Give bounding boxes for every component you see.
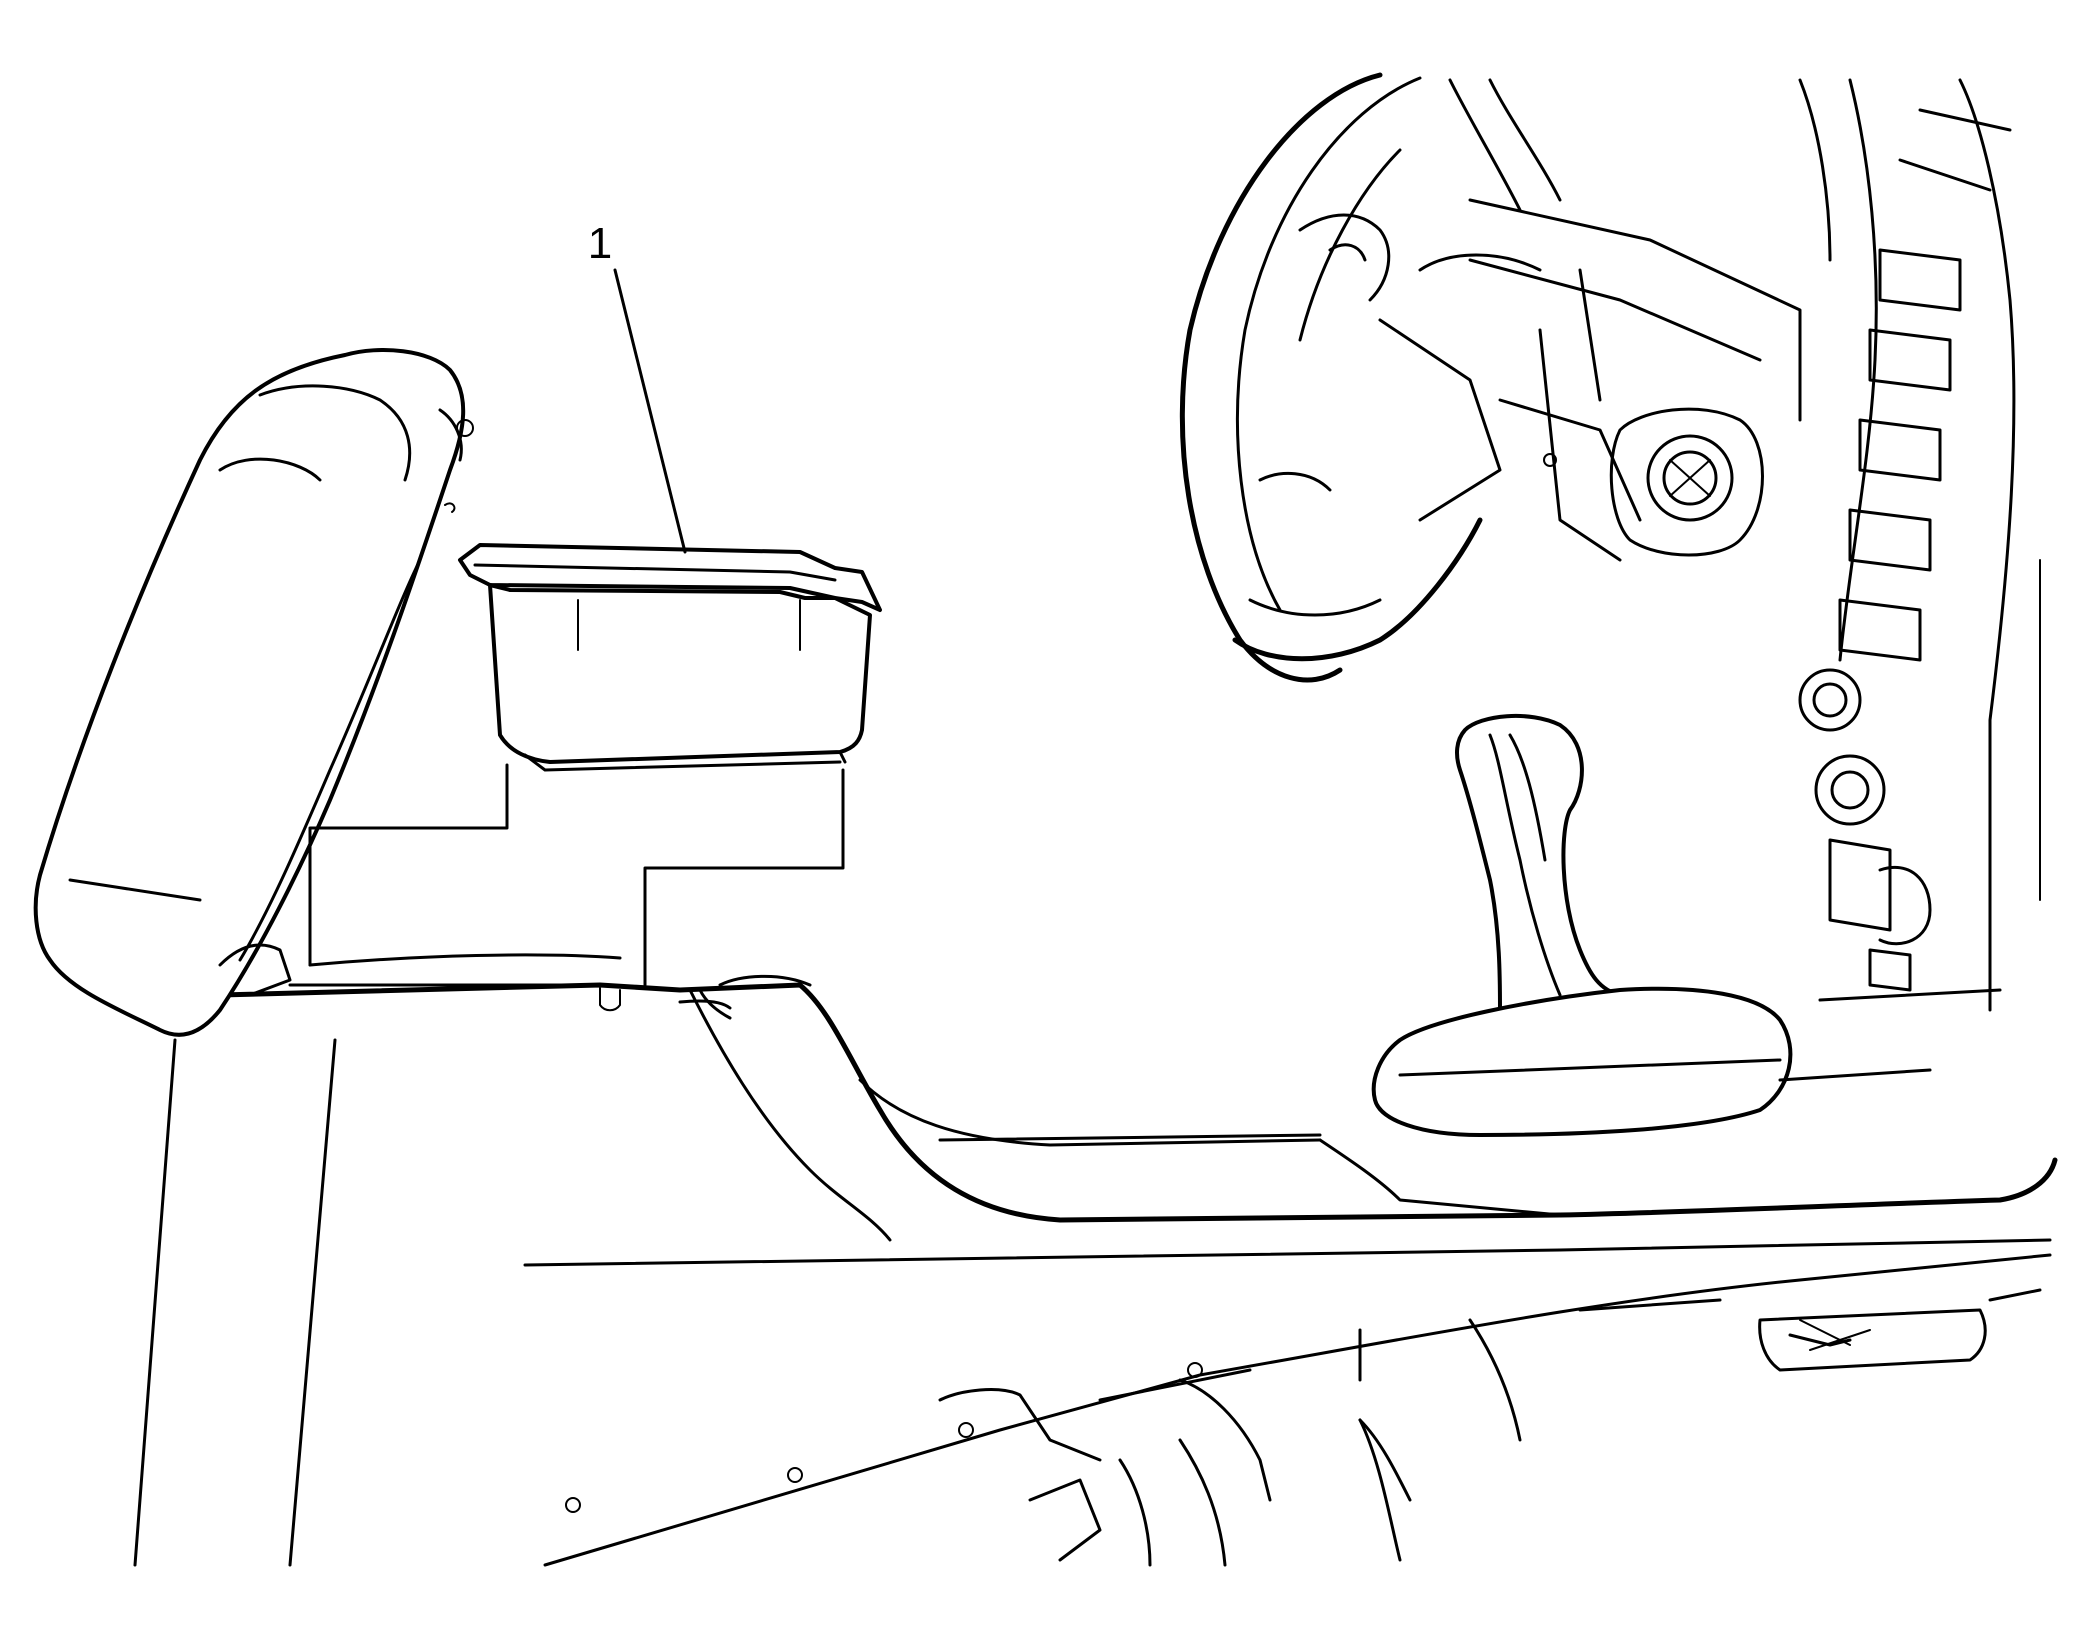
center-console [217, 974, 2058, 1267]
console-side-panel [133, 1038, 337, 1567]
console-armrest-lid [33, 348, 474, 1037]
steering-column [1468, 198, 1802, 562]
installation-guide-lines [308, 763, 845, 987]
lower-console-panel [543, 1253, 2052, 1567]
steering-wheel [1179, 72, 1562, 683]
instrument-panel [1798, 78, 2041, 1012]
console-bin-opening [288, 953, 622, 987]
callout-1: 1 [588, 219, 687, 554]
shifter-boot [1371, 986, 1793, 1137]
callout-1-leader-line [613, 268, 687, 554]
ignition-switch [1609, 407, 1764, 557]
gear-shift-lever [1455, 714, 1622, 1012]
callout-1-label: 1 [588, 219, 612, 268]
console-storage-bin [458, 543, 882, 772]
